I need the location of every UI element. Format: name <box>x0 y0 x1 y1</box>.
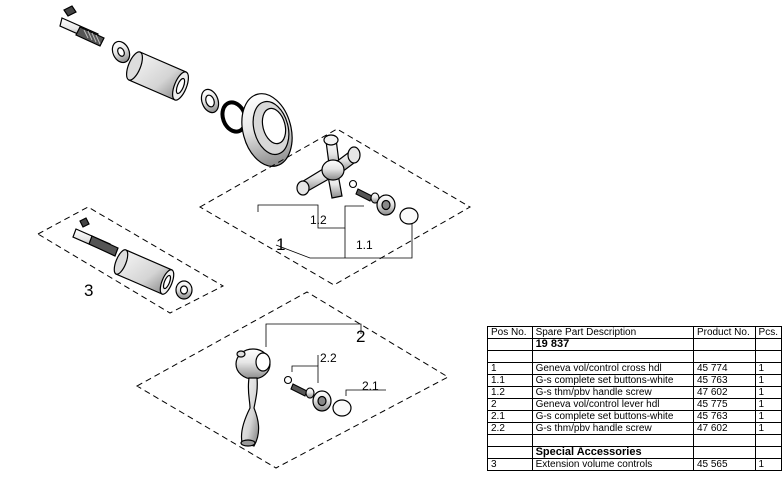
cross-handle <box>296 134 361 199</box>
handle-screw-2 <box>283 375 315 399</box>
model-row: 19 837 <box>487 338 782 351</box>
extension-spindle <box>72 217 119 257</box>
spacer-row <box>487 434 782 447</box>
spacer-row <box>487 350 782 363</box>
cap-button-2 <box>312 390 352 417</box>
table-header-row: Pos No. Spare Part Description Product N… <box>487 326 782 339</box>
special-accessories-heading: Special Accessories <box>531 446 694 459</box>
table-row: 3 Extension volume controls 45 565 1 <box>487 458 782 471</box>
header-pos: Pos No. <box>487 326 533 339</box>
table-row: 1.1 G-s complete set buttons-white 45 76… <box>487 374 782 387</box>
leader-lines-1 <box>257 204 413 259</box>
cap-button-1 <box>376 194 419 225</box>
special-accessories-row: Special Accessories <box>487 446 782 459</box>
callout-2-2: 2.2 <box>320 351 337 365</box>
callout-2-1: 2.1 <box>362 379 379 393</box>
header-description: Spare Part Description <box>531 326 694 339</box>
callout-1-1: 1.1 <box>356 238 373 252</box>
spindle-bushing-top <box>111 40 131 64</box>
escutcheon-rosette <box>241 93 293 167</box>
header-product-no: Product No. <box>692 326 756 339</box>
callout-1-2: 1.2 <box>310 213 327 227</box>
table-row: 2.1 G-s complete set buttons-white 45 76… <box>487 410 782 423</box>
model-number: 19 837 <box>531 338 694 351</box>
adapter-ring <box>200 88 220 114</box>
spare-parts-table: Pos No. Spare Part Description Product N… <box>487 326 782 471</box>
leader-lines-2 <box>265 323 386 396</box>
callout-2: 2 <box>356 327 365 346</box>
table-row: 2 Geneva vol/control lever hdl 45 775 1 <box>487 398 782 411</box>
extension-sleeve-top <box>125 51 190 101</box>
table-row: 1.2 G-s thm/pbv handle screw 47 602 1 <box>487 386 782 399</box>
lever-handle <box>235 348 271 447</box>
valve-spindle-top <box>59 5 105 47</box>
table-row: 1 Geneva vol/control cross hdl 45 774 1 <box>487 362 782 375</box>
assembly-1-frame <box>198 128 471 286</box>
table-row: 2.2 G-s thm/pbv handle screw 47 602 1 <box>487 422 782 435</box>
assembly-3-frame <box>36 206 225 314</box>
extension-bushing <box>175 280 193 300</box>
callout-3: 3 <box>84 281 93 300</box>
assembly-2-frame <box>135 291 450 469</box>
handle-screw-1 <box>348 179 380 204</box>
callout-1: 1 <box>276 235 285 254</box>
extension-sleeve <box>113 249 175 295</box>
header-pcs: Pcs. <box>754 326 782 339</box>
